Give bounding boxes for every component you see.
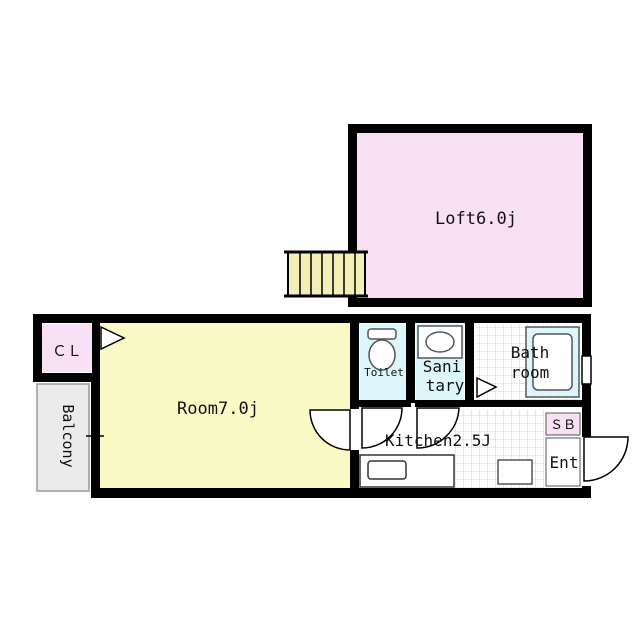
bathtub-inner	[532, 333, 573, 391]
washbasin-icon	[417, 325, 463, 359]
bath-label-line1: Bath	[511, 343, 550, 362]
toilet-icon	[367, 328, 397, 371]
shoe-box-area	[545, 412, 581, 436]
sanitary-door-arrow-icon	[476, 376, 498, 399]
kitchen-label: Kitchen2.5J	[385, 431, 491, 450]
closet-door-arrow-icon	[100, 325, 126, 351]
entrance-area	[545, 437, 581, 487]
toilet-label: Toilet	[364, 366, 404, 379]
kitchen-counter	[359, 454, 455, 488]
loft-label: Loft6.0j	[435, 209, 517, 229]
shoe-box-label: ＳＢ	[550, 418, 576, 433]
entrance-door-swing	[583, 436, 629, 482]
balcony-label: Balcony	[59, 404, 77, 467]
toilet-door-swing	[361, 407, 403, 449]
room-door-swing	[309, 409, 351, 451]
sanitary-label-line1: Sani	[423, 357, 462, 376]
closet-area	[42, 324, 92, 372]
floor-drain	[497, 459, 533, 485]
sanitary-label-line2: tary	[426, 376, 465, 395]
loft-wall	[348, 124, 592, 307]
bath-window	[581, 355, 592, 385]
closet-label: ＣＬ	[52, 342, 82, 360]
entrance-label: Ent	[550, 453, 579, 472]
bath-label-line2: room	[511, 363, 550, 382]
stair-ladder	[284, 250, 368, 298]
walls	[33, 314, 591, 498]
loft-area	[356, 131, 585, 300]
sanitary-door-swing	[416, 407, 460, 449]
room-label: Room7.0j	[177, 399, 259, 419]
room-area	[100, 322, 350, 488]
balcony-area	[36, 383, 90, 492]
